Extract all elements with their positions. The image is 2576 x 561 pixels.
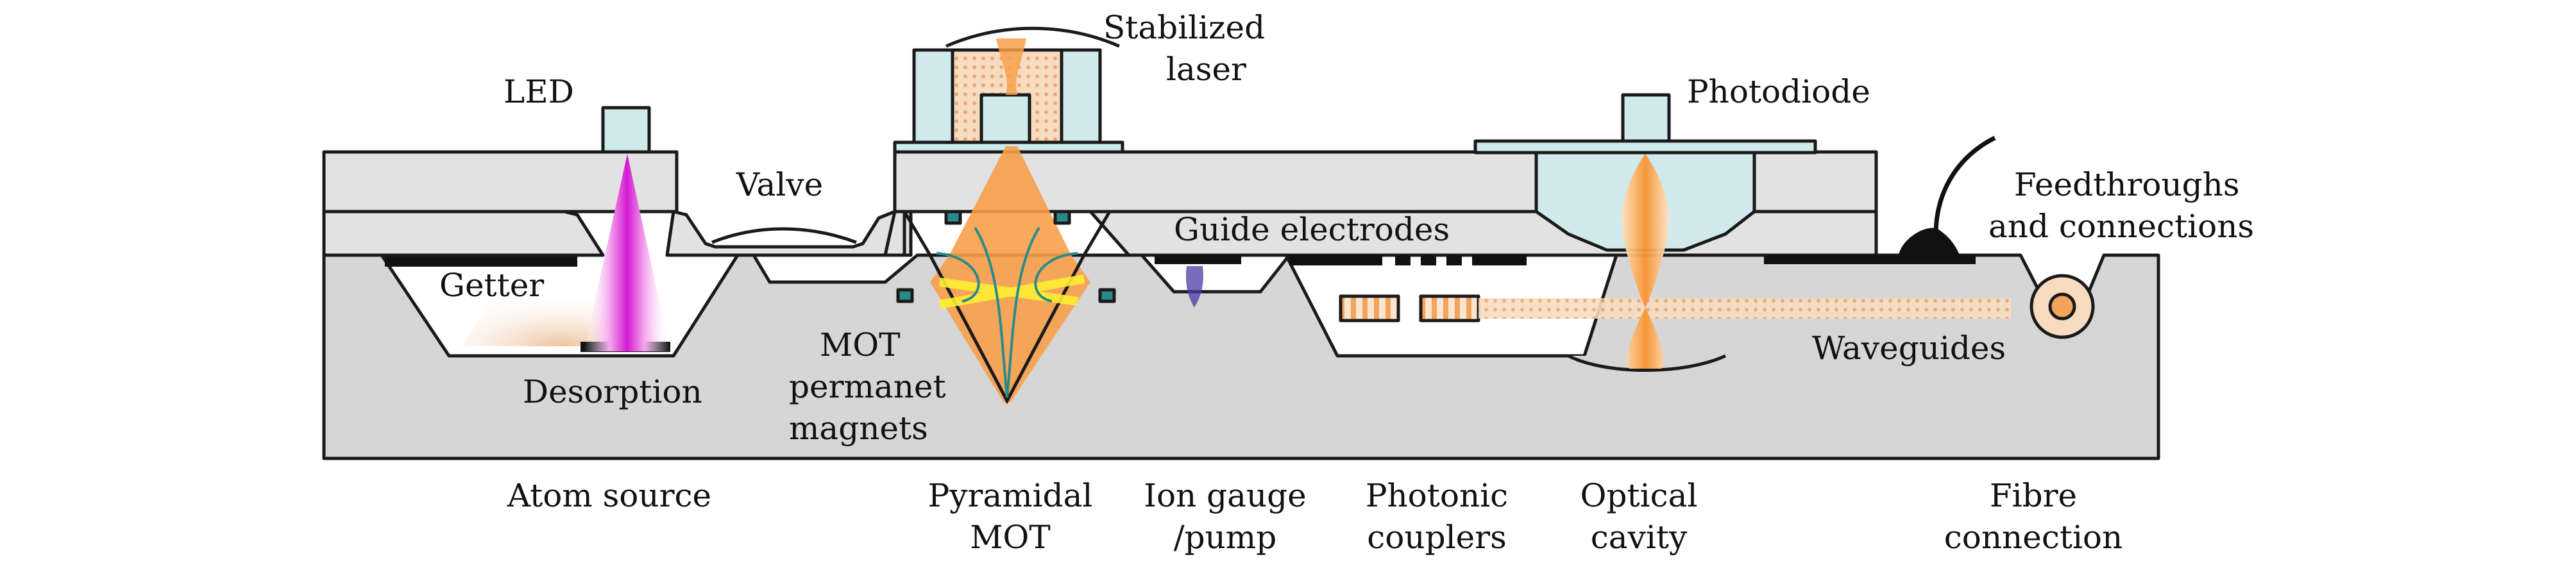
- feedthroughs-label: and connections: [1988, 208, 2254, 245]
- section-ion-gauge: Ion gauge: [1144, 477, 1307, 514]
- middle-layer: [322, 210, 605, 257]
- waveguide: [1479, 298, 2011, 319]
- photonic-coupler: [1419, 294, 1480, 322]
- section-atom-source: Atom source: [507, 477, 711, 514]
- section-pyramidal-mot: Pyramidal: [928, 477, 1093, 514]
- mot-field-lines: [936, 226, 1078, 398]
- stabilized-laser-label: laser: [1166, 51, 1246, 88]
- led-beam: [584, 154, 670, 351]
- section-fibre-connection: connection: [1944, 519, 2123, 556]
- valve-label: Valve: [736, 166, 823, 203]
- photodiode-mount: [1473, 139, 1817, 155]
- getter-bar: [385, 255, 577, 267]
- laser-beam-upper: [996, 38, 1026, 95]
- mot-magnet: [1098, 288, 1116, 303]
- guide-electrodes-label: Guide electrodes: [1174, 211, 1450, 248]
- cavity-beam: [1622, 154, 1669, 369]
- led-label: LED: [504, 73, 574, 110]
- section-optical-cavity: Optical: [1580, 477, 1698, 514]
- feedthrough-pad: [1764, 255, 1976, 264]
- stabilized-laser-label: Stabilized: [1103, 9, 1265, 46]
- mot-magnet: [896, 288, 914, 303]
- valve-membrane: [711, 227, 857, 244]
- ion-gauge-plate: [1155, 255, 1241, 264]
- section-pyramidal-mot: MOT: [970, 519, 1051, 556]
- desorption-label: Desorption: [523, 373, 702, 410]
- led-housing: [601, 106, 651, 154]
- section-photonic-couplers: couplers: [1367, 519, 1506, 556]
- mot-magnets-label: magnets: [789, 410, 928, 447]
- feedthrough-bump: [1899, 228, 1960, 255]
- guide-electrode: [1421, 255, 1436, 265]
- guide-electrode: [1446, 255, 1462, 265]
- section-ion-gauge: /pump: [1174, 519, 1276, 556]
- fibre-inner: [2048, 292, 2076, 321]
- photodiode-housing: [1621, 93, 1671, 143]
- getter-label: Getter: [439, 267, 544, 304]
- middle-layer-valve: [665, 210, 913, 257]
- photonic-coupler: [1339, 294, 1400, 322]
- feedthrough-wire: [1933, 135, 1996, 251]
- mot-pyramid-beam: [930, 146, 1090, 403]
- mot-magnet: [944, 210, 962, 225]
- feedthroughs-label: Feedthroughs: [2014, 166, 2240, 203]
- mot-magnets-label: permanet: [789, 368, 946, 405]
- waveguides-label: Waveguides: [1812, 330, 2006, 367]
- laser-housing-right: [1060, 48, 1102, 148]
- ion-gauge-plume: [1185, 266, 1203, 308]
- section-photonic-couplers: Photonic: [1366, 477, 1508, 514]
- photodiode-label: Photodiode: [1687, 73, 1870, 110]
- guide-electrode: [1472, 255, 1527, 265]
- mot-pyramid: [902, 210, 1112, 405]
- laser-diode: [979, 93, 1031, 148]
- guide-electrode: [1289, 255, 1382, 265]
- mot-magnet: [1053, 210, 1071, 225]
- guide-electrode: [1395, 255, 1411, 265]
- section-fibre-connection: Fibre: [1990, 477, 2077, 514]
- laser-cap: [945, 26, 1120, 48]
- laser-housing-left: [912, 48, 954, 148]
- section-optical-cavity: cavity: [1591, 519, 1688, 556]
- mot-magnets-label: MOT: [820, 326, 901, 364]
